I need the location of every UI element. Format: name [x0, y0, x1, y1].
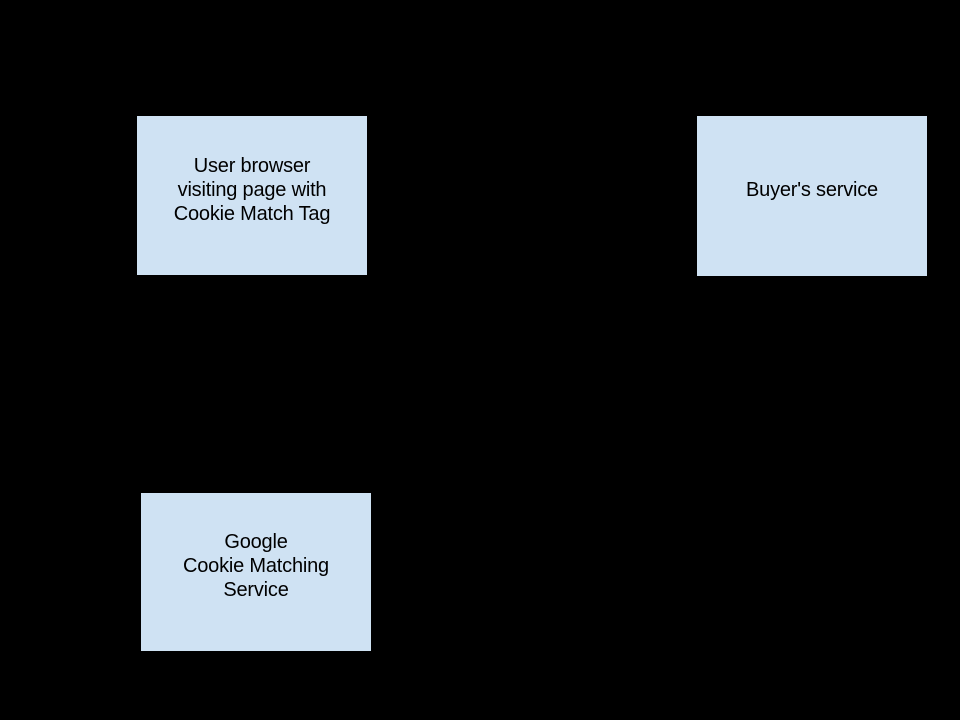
node-user-browser-label: User browser visiting page with Cookie M… — [137, 154, 367, 226]
node-user-browser: User browser visiting page with Cookie M… — [136, 115, 368, 276]
node-google-cms-line-2: Cookie Matching — [183, 555, 329, 577]
node-google-cms-line-1: Google — [224, 531, 288, 553]
node-google-cms-label: Google Cookie Matching Service — [141, 530, 371, 602]
node-user-browser-line-1: User browser — [193, 154, 311, 177]
node-user-browser-line-3: Cookie Match Tag — [173, 202, 331, 225]
node-buyers-service-label: Buyer's service — [697, 178, 927, 202]
node-google-cookie-matching-service: Google Cookie Matching Service — [140, 492, 372, 652]
node-buyers-service-line-1: Buyer's service — [746, 179, 878, 201]
node-google-cms-line-3: Service — [223, 579, 289, 601]
node-buyers-service: Buyer's service — [696, 115, 928, 277]
node-user-browser-line-2: visiting page with — [177, 178, 327, 201]
